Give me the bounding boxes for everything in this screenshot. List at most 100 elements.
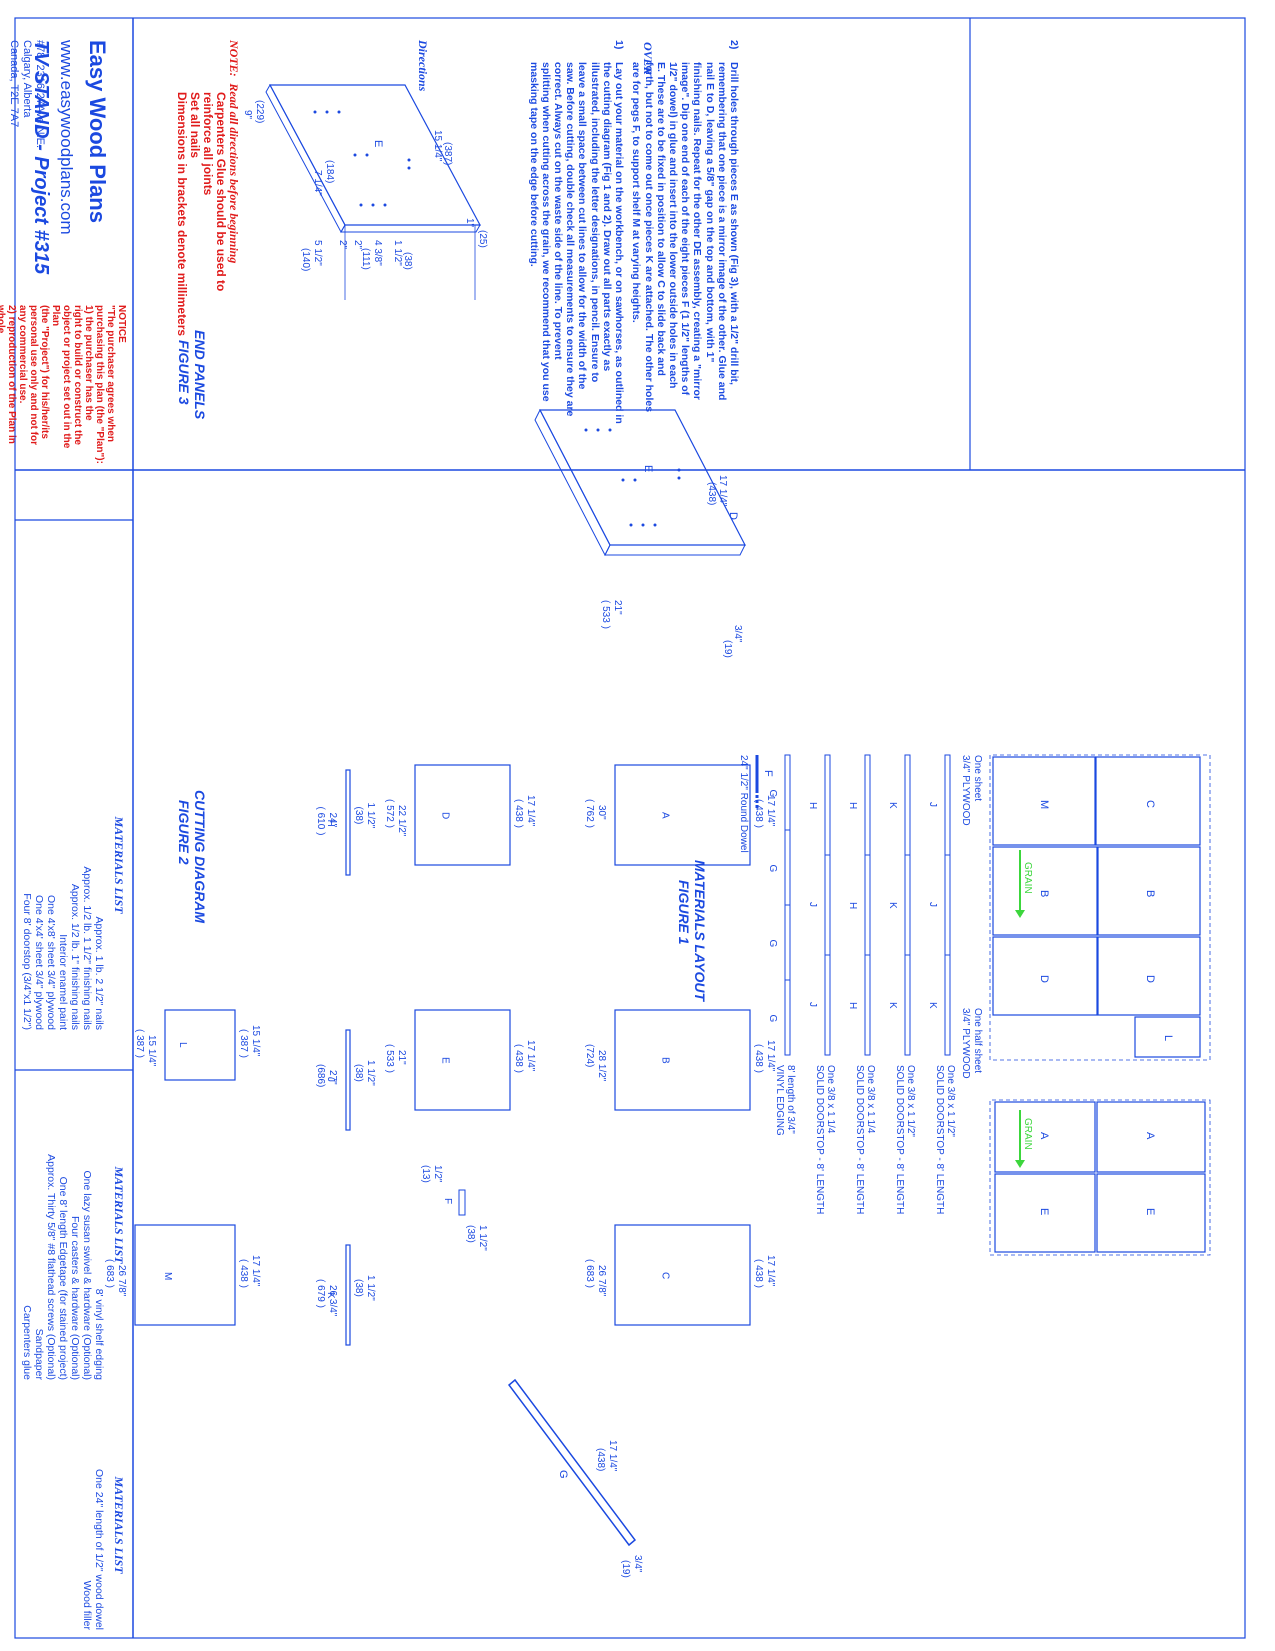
text-line: Interior enamel paint <box>57 934 69 1030</box>
dim-label: 1 1/2" <box>365 803 376 829</box>
cut-piece-f: F1/2"(13)1 1/2"(38) <box>420 1165 488 1251</box>
part-label: B <box>1144 890 1156 897</box>
materials-list-heading: MATERIALS LIST <box>112 1476 126 1574</box>
dim-label: (19) <box>620 1560 631 1578</box>
dim-label: H <box>807 802 818 809</box>
dim-label: L <box>177 1042 188 1048</box>
part-label: E <box>1144 1208 1156 1215</box>
strip-outline <box>824 754 831 1056</box>
end-panel-e-left-edge <box>265 83 346 234</box>
dim-label: C <box>660 1272 671 1279</box>
dim-label: (387) <box>442 142 453 165</box>
materials-list-3: MATERIALS LIST One 24" length of 1/2" wo… <box>81 1420 126 1630</box>
sheet-label: 3/4" PLYWOOD <box>960 755 971 826</box>
text-line: Approx. Thirty 5/8" #8 flathead screws (… <box>45 1154 57 1380</box>
part-label: E <box>642 465 654 472</box>
layout-part-e <box>994 1173 1096 1253</box>
dim-label: 1 1/2" <box>365 1275 376 1301</box>
dim-label: H <box>847 1002 858 1009</box>
dim-label: (184) <box>324 160 335 183</box>
dim-label: 15 1/4" <box>146 1035 157 1067</box>
materials-list-1: MATERIALS LIST Approx. 1 lb. 2 1/2" nail… <box>21 700 126 1030</box>
dim-label: (229) <box>254 100 265 123</box>
part-label: L <box>1162 1035 1174 1041</box>
dim-label: (724) <box>584 1044 595 1067</box>
dim-label: 1 1/2" <box>477 1225 488 1251</box>
dowel-label: 24" 1/2" Round Dowel <box>738 755 749 853</box>
dim-label: 26 3/4" <box>327 1285 338 1317</box>
dim-label: 8' length of 3/4" <box>785 1065 796 1134</box>
cut-piece-outline <box>345 769 351 876</box>
sheet-label: One sheet <box>972 755 983 801</box>
dim-label: (38) <box>402 252 413 270</box>
dim-label: 17 1/4" <box>717 475 728 507</box>
layout-part-a <box>994 1101 1096 1173</box>
dim-label: 5 1/2" <box>312 240 323 266</box>
text-line: Approx. 1 lb. 2 1/2" nails <box>93 916 105 1030</box>
layout-part-b <box>992 846 1098 936</box>
dim-label: 4 3/8" <box>372 240 383 266</box>
figure3-caption: END PANELS <box>192 330 208 420</box>
dim-label: J <box>325 1077 336 1082</box>
cut-piece-outline <box>414 764 511 866</box>
dim-label: 7 1/4" <box>312 170 323 196</box>
part-label: F <box>762 770 774 777</box>
strip-outline <box>904 754 911 1056</box>
dim-label: 27" <box>327 1070 338 1085</box>
dim-label: A <box>660 812 671 819</box>
text-line: Carpenters glue <box>21 1305 33 1380</box>
text-line: One lazy susan swivel & hardware (Option… <box>81 1170 93 1380</box>
dim-label: 1/2" <box>432 1165 443 1183</box>
part-label: A <box>1144 1132 1156 1140</box>
dim-label: 30" <box>596 805 607 820</box>
dim-label: (140) <box>300 248 311 271</box>
hole-marks <box>313 110 411 207</box>
dim-label: 26 7/8" <box>116 1265 127 1297</box>
dim-label: One 3/8 x 1 1/4 <box>825 1065 836 1134</box>
dim-label: 15 1/4" <box>250 1025 261 1057</box>
end-panels-figure: E 5 1/2" (140) 4 3/8" (111) 2" 2" 1 1/2"… <box>176 83 746 658</box>
dim-label: ( 533 ) <box>384 1044 395 1073</box>
dim-label: B <box>660 1057 671 1064</box>
cut-piece-outline <box>164 1009 236 1081</box>
part-label: D <box>1038 975 1050 983</box>
dim-label: ( 387 ) <box>238 1029 249 1058</box>
dim-label: M <box>162 1272 173 1280</box>
cut-piece-outline <box>414 1009 511 1111</box>
dim-label: 1 1/2" <box>365 1060 376 1086</box>
dim-label: (25) <box>477 230 488 248</box>
dim-label: One 3/8 x 1 1/4 <box>865 1065 876 1134</box>
dim-label: (438) <box>706 482 717 505</box>
dim-label: H <box>847 802 858 809</box>
dim-label: (111) <box>360 248 371 270</box>
cut-piece-outline <box>614 1224 751 1326</box>
dim-label: 17 1/4" <box>765 1255 776 1287</box>
grain-label: GRAIN <box>1022 1118 1033 1150</box>
dim-label: 3/4" <box>632 1555 643 1573</box>
dim-label: 17 1/4" <box>525 1040 536 1072</box>
dim-label: J <box>807 1002 818 1007</box>
layout-part-c <box>1095 756 1201 846</box>
dim-label: F <box>442 1198 453 1204</box>
layout-part-b <box>1097 846 1201 936</box>
dim-label: (38) <box>353 807 364 825</box>
layout-part-d <box>992 936 1098 1016</box>
figure3-caption: FIGURE 3 <box>176 340 192 405</box>
dim-label: 17 1/4" <box>250 1255 261 1287</box>
dim-label: G <box>767 1015 778 1023</box>
layout-part-m <box>992 756 1096 846</box>
dim-label: G <box>767 940 778 948</box>
dim-label: 17 1/4" <box>525 795 536 827</box>
cut-piece-outline <box>134 1224 236 1326</box>
dim-label: VINYL EDGING <box>774 1065 785 1136</box>
dim-label: (438) <box>595 1448 606 1471</box>
